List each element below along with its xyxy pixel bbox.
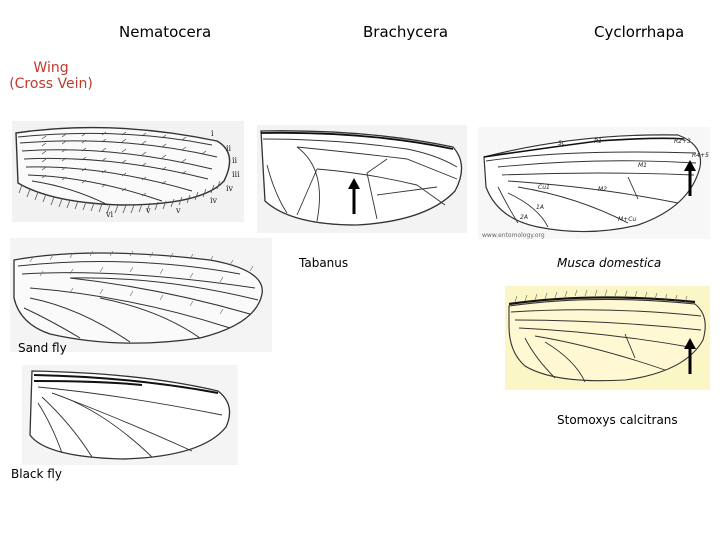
musca-label-m1: M1 (638, 162, 647, 169)
caption-black-fly: Black fly (11, 467, 62, 481)
musca-label-sc: Sc (558, 140, 566, 147)
vein-label-iv-a: iv (226, 184, 234, 193)
caption-tabanus: Tabanus (299, 256, 349, 270)
vein-label-ii-a: ii (226, 144, 232, 153)
musca-label-1a: 1A (536, 204, 544, 211)
header-cyclorrhapa: Cyclorrhapa (594, 23, 685, 41)
musca-label-2a: 2A (520, 214, 528, 221)
sand-fly-wing-image (10, 238, 272, 352)
caption-musca-domestica: Musca domestica (557, 256, 662, 270)
vein-label-iv-b: iv (210, 196, 218, 205)
wing-label-line1: Wing (33, 60, 69, 76)
vein-label-iii: iii (232, 170, 240, 179)
musca-label-m2: M2 (598, 186, 607, 193)
caption-sand-fly: Sand fly (18, 341, 67, 355)
tabanus-cross-vein-arrow-icon (348, 178, 360, 214)
musca-label-r23: R2+3 (674, 138, 691, 145)
header-brachycera: Brachycera (363, 23, 449, 41)
musca-watermark: www.entomology.org (482, 232, 545, 239)
vein-label-v-b: v (145, 206, 151, 215)
black-fly-wing-image (22, 365, 238, 465)
vein-label-v-a: v (175, 206, 181, 215)
musca-label-mcu: M+Cu (618, 216, 636, 223)
vein-label-vi: vi (105, 210, 114, 219)
stomoxys-cross-vein-arrow-icon (684, 338, 696, 374)
wing-label-line2: (Cross Vein) (9, 76, 93, 93)
tabanus-wing-image (257, 125, 467, 233)
mosquito-wing-image: i ii ii iii iv iv v v vi (12, 121, 244, 222)
musca-label-r1: R1 (594, 138, 602, 145)
vein-label-ii-b: ii (232, 156, 238, 165)
musca-domestica-wing-image: Sc R1 R2+3 R4+5 M1 M2 Cu1 1A 2A M+Cu www… (478, 127, 710, 239)
musca-label-r45: R4+5 (692, 152, 709, 159)
musca-cross-vein-arrow-icon (684, 160, 696, 196)
caption-stomoxys-calcitrans: Stomoxys calcitrans (557, 413, 678, 427)
stomoxys-wing-image (505, 286, 710, 390)
wing-cross-vein-label: Wing (Cross Vein) (6, 60, 96, 92)
header-nematocera: Nematocera (119, 23, 212, 41)
vein-label-i: i (211, 129, 214, 138)
musca-label-cu1: Cu1 (538, 184, 550, 191)
